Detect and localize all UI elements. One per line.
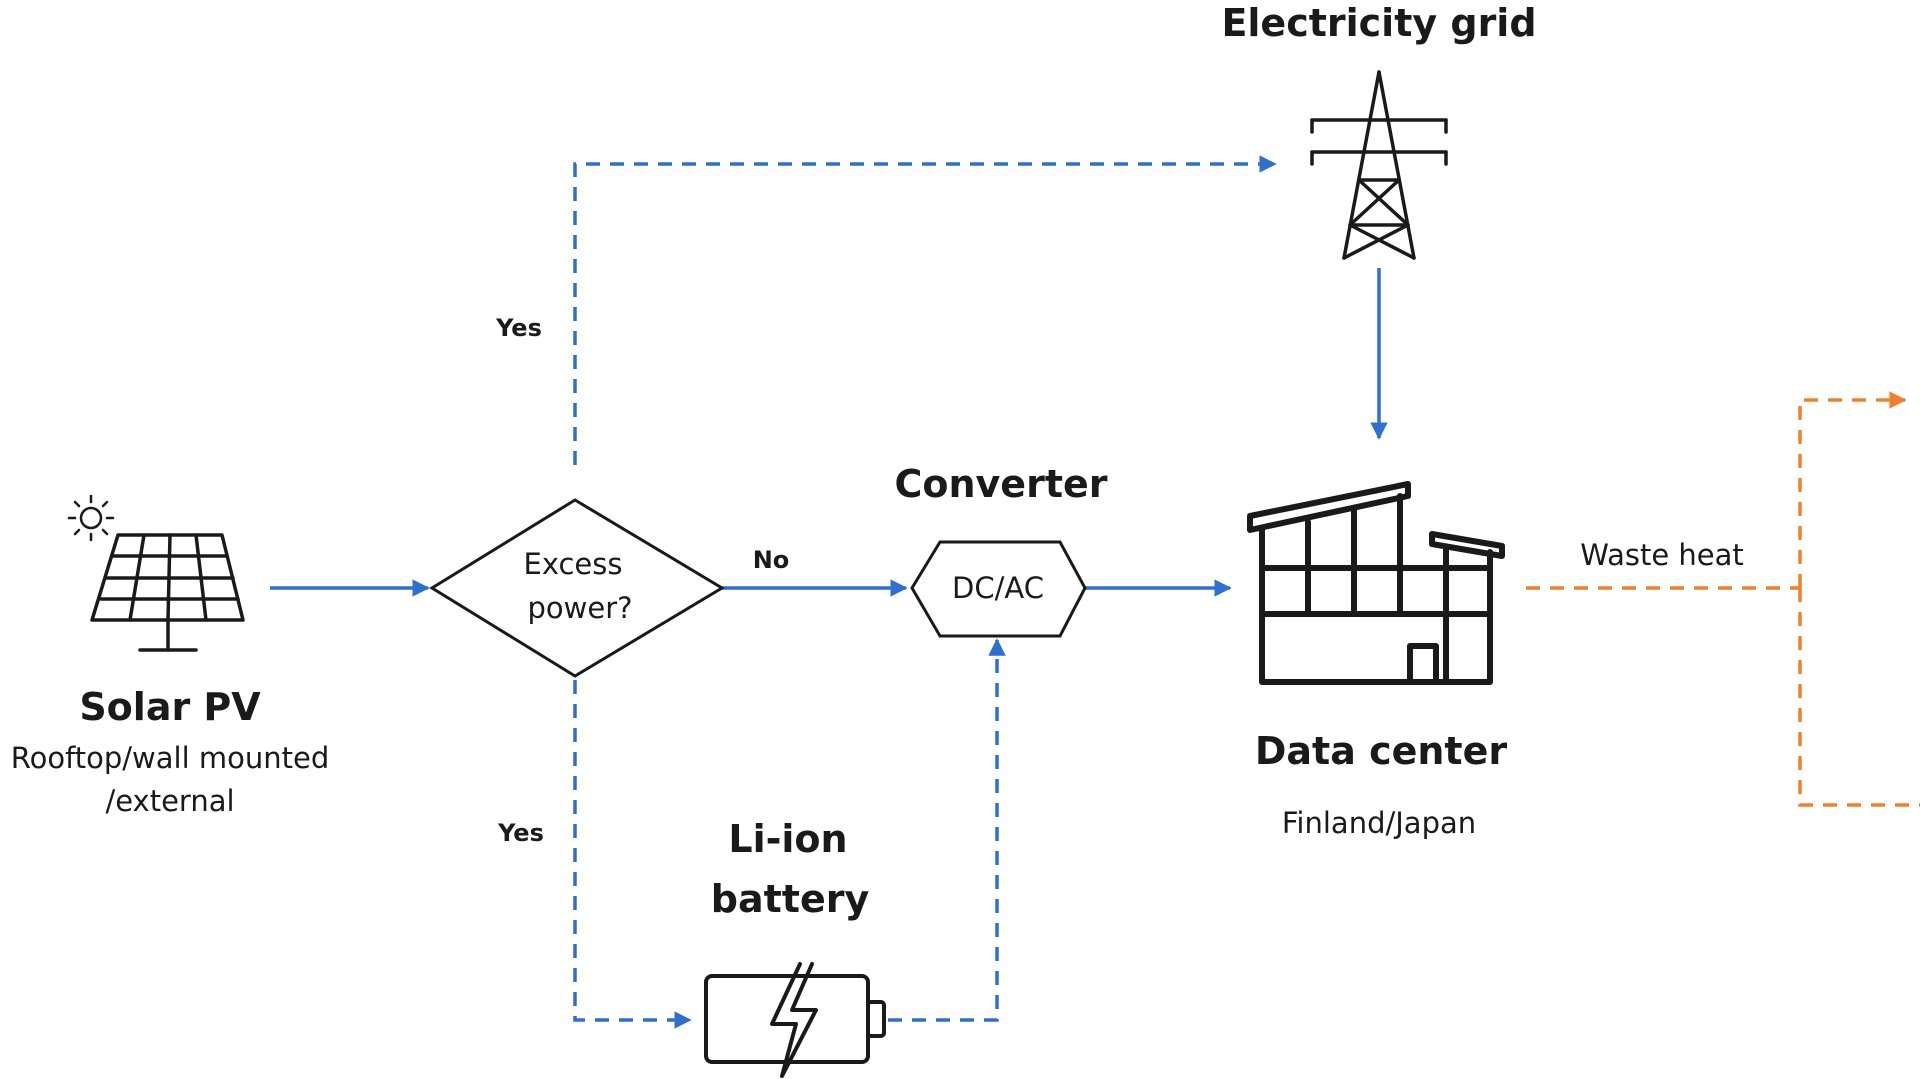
datacenter-title: Data center — [1255, 729, 1508, 773]
solar-title: Solar PV — [79, 685, 261, 729]
battery-title-line2: battery — [711, 877, 870, 921]
edge-label-no: No — [753, 546, 790, 574]
converter-hexagon — [910, 540, 1087, 638]
data-center-building-icon — [1247, 481, 1505, 685]
flow-waste-heat-up — [1798, 391, 1907, 588]
decision-label-line2: power? — [527, 591, 632, 625]
flow-decision-to-battery — [573, 680, 692, 1029]
edge-label-yes-bottom: Yes — [497, 819, 544, 847]
sun-icon — [67, 494, 115, 542]
flow-battery-to-converter — [888, 638, 1006, 1022]
solar-sublabel-line2: /external — [105, 784, 234, 818]
converter-inner-label: DC/AC — [952, 571, 1044, 605]
converter-title: Converter — [894, 462, 1107, 506]
decision-label-line1: Excess — [524, 547, 623, 581]
solar-sublabel-line1: Rooftop/wall mounted — [11, 741, 330, 775]
datacenter-sublabel: Finland/Japan — [1282, 806, 1476, 840]
grid-title: Electricity grid — [1221, 1, 1536, 45]
excess-power-decision — [429, 498, 725, 678]
battery-icon — [704, 962, 886, 1078]
transmission-tower-icon — [1310, 70, 1448, 260]
solar-panel-icon — [90, 533, 245, 652]
edge-label-yes-top: Yes — [495, 314, 542, 342]
edge-label-waste-heat: Waste heat — [1580, 538, 1744, 572]
flow-decision-to-grid — [573, 155, 1277, 465]
battery-title-line1: Li-ion — [728, 817, 847, 861]
flow-waste-heat-down — [1798, 588, 1920, 807]
